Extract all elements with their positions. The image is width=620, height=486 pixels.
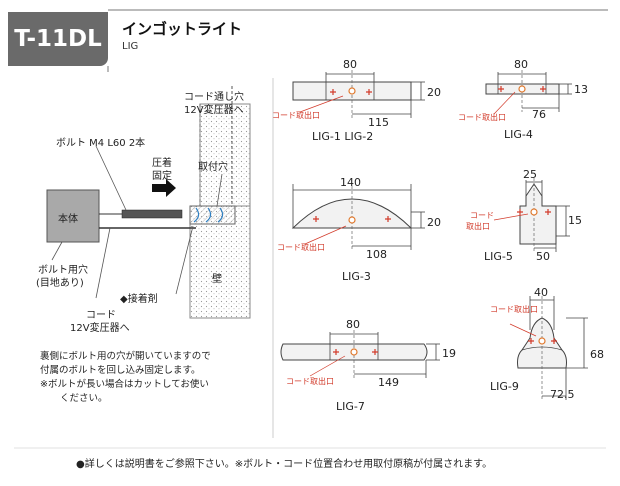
lig7-dim-width: 80 (346, 318, 360, 331)
product-subname: LIG (122, 41, 139, 52)
lig9-dim-depth: 72.5 (550, 388, 575, 401)
cord-hole-label-1: コード通し穴 (184, 92, 244, 103)
product-name: インゴットライト (122, 20, 243, 38)
lig7-drawing (280, 330, 440, 378)
lig1-dim-depth: 20 (427, 86, 441, 99)
lig7-dim-length: 149 (378, 376, 399, 389)
bolt-label: ボルト M4 L60 2本 (56, 138, 146, 149)
bolt-hole-label-1: ボルト用穴 (38, 265, 88, 276)
mount-hole-label: 取付穴 (198, 162, 228, 173)
install-note-2: 付属のボルトを回し込み固定します。 (40, 365, 201, 376)
lig7-dim-depth: 19 (442, 347, 456, 360)
lig9-outlet-label: コード取出口 (490, 305, 538, 314)
lig5-drawing (493, 178, 570, 252)
mounting-marks (313, 86, 557, 355)
lig3-drawing (291, 184, 425, 250)
install-diagram (46, 86, 251, 319)
install-note-3: ※ボルトが長い場合はカットしてお使い (40, 379, 209, 390)
lig5-dim-height: 15 (568, 214, 582, 227)
lig4-dim-width: 80 (514, 58, 528, 71)
cord-hole-label-2: 12V変圧器へ (184, 105, 244, 116)
lig4-dim-depth: 13 (574, 83, 588, 96)
lig9-dim-width: 40 (534, 286, 548, 299)
cord-label-2: 12V変圧器へ (70, 323, 130, 334)
bolt-hole-label-2: (目地あり) (36, 278, 84, 289)
lig3-dim-length: 108 (366, 248, 387, 261)
press-label-2: 固定 (152, 171, 172, 182)
lig1-dim-length: 115 (368, 116, 389, 129)
body-label: 本体 (58, 214, 78, 225)
lig1-outlet-label: コード取出口 (272, 111, 320, 120)
product-code: T-11DL (14, 26, 102, 52)
footer-note: ●詳しくは説明書をご参照下さい。※ボルト・コード位置合わせ用取付原稿が付属されま… (76, 459, 493, 470)
lig7-caption: LIG-7 (336, 400, 365, 413)
cord-outlet-marks (348, 85, 546, 356)
lig1-caption: LIG-1 LIG-2 (312, 130, 374, 143)
lig4-dim-length: 76 (532, 108, 546, 121)
lig4-caption: LIG-4 (504, 128, 533, 141)
lig5-outlet-label-2: 取出口 (466, 222, 490, 231)
install-note-1: 裏側にボルト用の穴が開いていますので (40, 351, 211, 362)
lig9-caption: LIG-9 (490, 380, 519, 393)
lig5-dim-depth: 50 (536, 250, 550, 263)
lig5-caption: LIG-5 (484, 250, 513, 263)
cord-label-1: コード (86, 310, 116, 321)
lig3-dim-width: 140 (340, 176, 361, 189)
wall-label: 壁 (212, 274, 222, 285)
install-note-4: ください。 (60, 393, 108, 404)
lig4-drawing (485, 70, 572, 115)
lig3-caption: LIG-3 (342, 270, 371, 283)
lig5-outlet-label-1: コード (470, 211, 494, 220)
lig9-dim-height: 68 (590, 348, 604, 361)
product-code-tag: T-11DL (8, 12, 108, 66)
lig7-outlet-label: コード取出口 (286, 377, 334, 386)
lig4-outlet-label: コード取出口 (458, 113, 506, 122)
lig5-dim-width: 25 (523, 168, 537, 181)
lig3-dim-depth: 20 (427, 216, 441, 229)
lig1-dim-width: 80 (343, 58, 357, 71)
lig3-outlet-label: コード取出口 (277, 243, 325, 252)
adhesive-label: ◆接着剤 (120, 294, 158, 305)
press-label-1: 圧着 (152, 158, 172, 169)
